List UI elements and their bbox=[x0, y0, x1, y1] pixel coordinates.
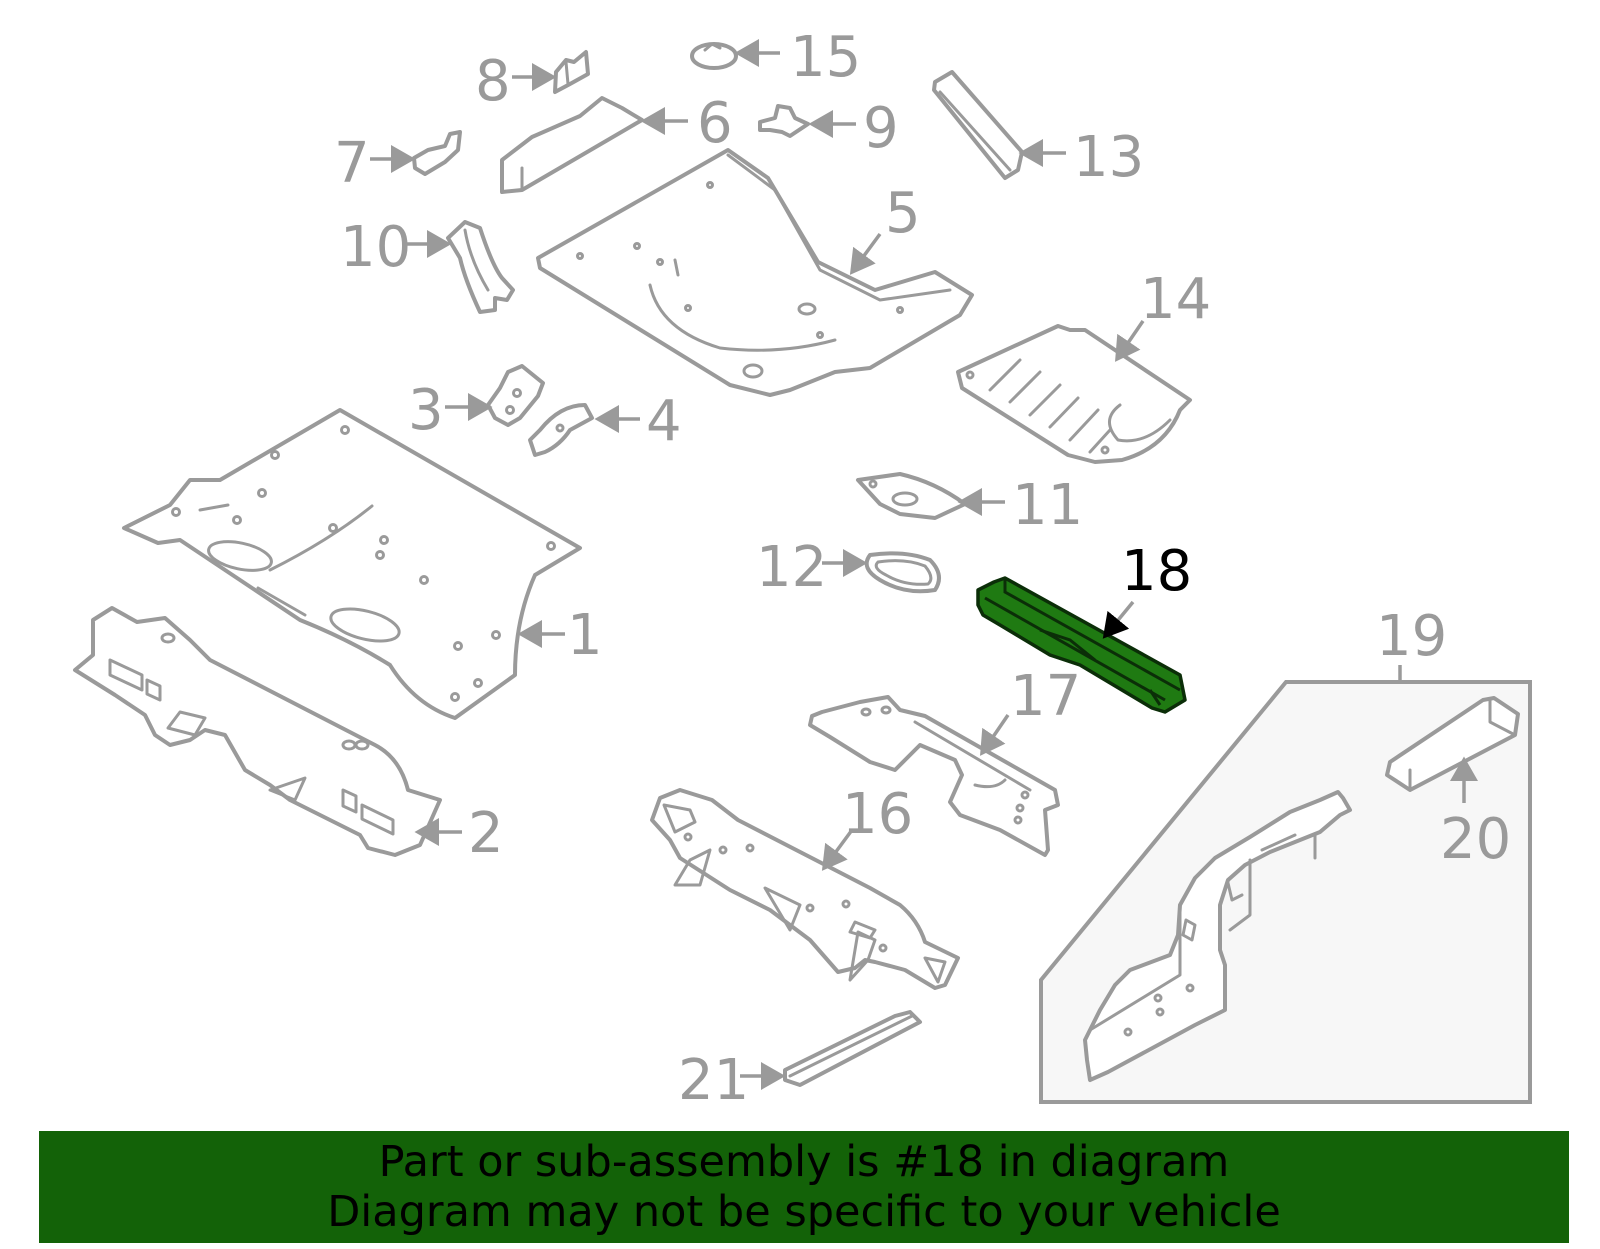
part-4-bracket[interactable] bbox=[528, 403, 594, 457]
info-banner: Part or sub-assembly is #18 in diagram D… bbox=[39, 1131, 1569, 1243]
part-11-plate[interactable] bbox=[856, 472, 967, 520]
callout-2: 2 bbox=[468, 801, 504, 866]
part-15-plug[interactable] bbox=[690, 42, 738, 70]
part-5-trunk-floor[interactable] bbox=[536, 148, 974, 397]
callout-5: 5 bbox=[885, 181, 921, 246]
part-10-extension[interactable] bbox=[446, 220, 515, 314]
callout-21: 21 bbox=[678, 1048, 749, 1113]
callout-11: 11 bbox=[1012, 473, 1083, 538]
callout-16: 16 bbox=[842, 782, 913, 847]
callout-9: 9 bbox=[863, 96, 899, 161]
part-9-bracket[interactable] bbox=[758, 104, 810, 138]
part-12-seal[interactable] bbox=[864, 551, 941, 594]
part-8-bracket[interactable] bbox=[553, 50, 590, 94]
part-13-reinforcement[interactable] bbox=[932, 70, 1024, 180]
part-2-crossmember[interactable] bbox=[73, 606, 442, 857]
banner-line-1: Part or sub-assembly is #18 in diagram bbox=[378, 1137, 1230, 1187]
part-18-highlighted[interactable] bbox=[976, 576, 1187, 714]
callout-19: 19 bbox=[1376, 604, 1447, 669]
part-14-spare-wheel-pan[interactable] bbox=[956, 324, 1192, 464]
callout-18: 18 bbox=[1121, 539, 1192, 604]
part-20-bracket[interactable] bbox=[1385, 696, 1520, 792]
part-21-strip[interactable] bbox=[783, 1010, 922, 1087]
part-6-bracket[interactable] bbox=[500, 96, 644, 194]
part-3-bracket[interactable] bbox=[486, 364, 545, 427]
callout-7: 7 bbox=[334, 131, 370, 196]
callout-6: 6 bbox=[697, 91, 733, 156]
banner-line-2: Diagram may not be specific to your vehi… bbox=[327, 1187, 1281, 1237]
callout-14: 14 bbox=[1140, 267, 1211, 332]
callout-17: 17 bbox=[1010, 664, 1081, 729]
callout-10: 10 bbox=[340, 215, 411, 280]
callout-12: 12 bbox=[756, 535, 827, 600]
part-7-bracket[interactable] bbox=[412, 130, 462, 176]
part-16-crossmember[interactable] bbox=[650, 788, 960, 990]
part-17-reinforcement[interactable] bbox=[808, 695, 1060, 857]
callout-1: 1 bbox=[567, 603, 603, 668]
callout-20: 20 bbox=[1440, 807, 1511, 872]
callout-8: 8 bbox=[475, 49, 511, 114]
part-1-rear-floor-pan[interactable] bbox=[122, 408, 582, 720]
callout-4: 4 bbox=[646, 389, 682, 454]
callout-13: 13 bbox=[1073, 125, 1144, 190]
callout-15: 15 bbox=[790, 25, 861, 90]
callout-3: 3 bbox=[408, 378, 444, 443]
